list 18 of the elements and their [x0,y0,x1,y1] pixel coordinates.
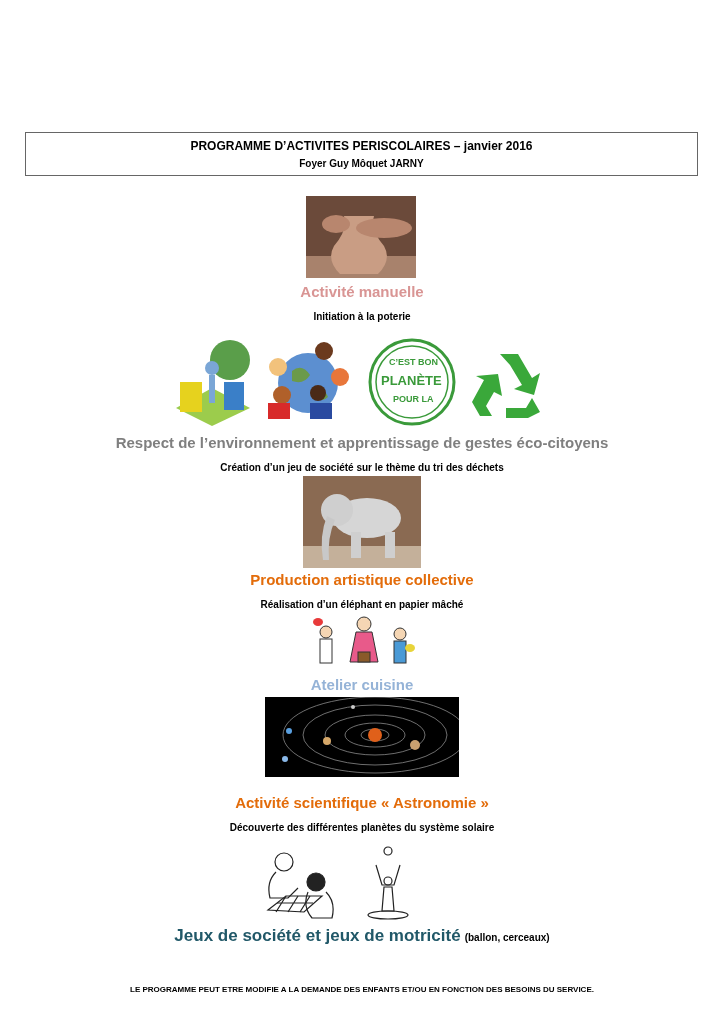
activity-title: Activité scientifique « Astronomie » [235,794,489,811]
activity-description: Réalisation d’un éléphant en papier mâché [260,599,464,610]
activity-description: Création d’un jeu de société sur le thème du tri des déchets [220,462,504,473]
stamp-text: POUR LA [393,394,434,404]
activity-title: Activité manuelle [300,283,424,300]
footer-note: LE PROGRAMME PEUT ETRE MODIFIE A LA DEMANDE DES ENFANTS ET/OU EN FONCTION DES BESOINS DU SERVICE. [130,985,594,994]
activity-title: Atelier cuisine [310,676,414,693]
stamp-text: C’EST BON [389,357,438,367]
activity-description: Découverte des différentes planètes du système solaire [229,822,495,833]
programme-title: PROGRAMME D’ACTIVITES PERISCOLAIRES – janvier 2016 [190,138,533,153]
activity-title: Respect de l’environnement et apprentissage de gestes éco-citoyens [115,434,609,451]
venue-subtitle: Foyer Guy Môquet JARNY [299,158,424,170]
stamp-text: PLANÈTE [381,373,442,388]
activity-note: (ballon, cerceaux) [464,932,550,943]
activity-title: Jeux de société et jeux de motricité [174,926,461,946]
activity-description: Initiation à la poterie [313,311,411,322]
activity-title: Production artistique collective [250,571,474,588]
header-box [25,132,698,176]
